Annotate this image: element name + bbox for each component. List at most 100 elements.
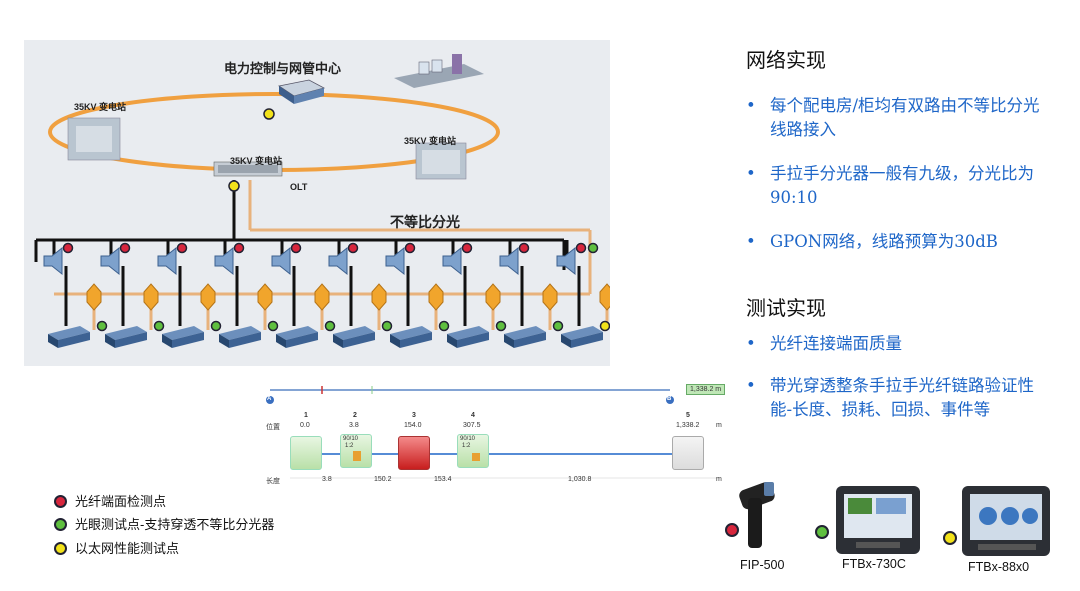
optical-splitter-icon: [385, 246, 405, 276]
optical-splitter-icon: [43, 246, 63, 276]
test-devices: [725, 482, 1050, 556]
event-number: 2: [353, 412, 357, 419]
red-dot-icon: [725, 523, 739, 537]
green-dot-icon: [815, 525, 829, 539]
unequal-splitter-icon: [200, 283, 216, 311]
event-position: 3.8: [349, 422, 359, 429]
unequal-splitter-icon: [314, 283, 330, 311]
legend-item-ethernet: 以太网性能测试点: [54, 540, 179, 558]
red-dot-icon: [233, 242, 245, 254]
green-dot-icon: [438, 320, 450, 332]
green-dot-icon: [267, 320, 279, 332]
onu-device-icon: [48, 326, 90, 340]
unequal-splitter-icon: [428, 283, 444, 311]
red-dot-icon: [54, 495, 67, 509]
position-unit: m: [716, 422, 722, 429]
event-number: 1: [304, 412, 308, 419]
substation-label-center: 35KV 变电站: [230, 156, 283, 166]
event-position: 0.0: [300, 422, 310, 429]
red-dot-icon: [575, 242, 587, 254]
substation-label-left: 35KV 变电站: [74, 102, 127, 112]
event-position: 1,338.2: [676, 422, 700, 429]
network-bullet: •手拉手分光器一般有九级，分光比为90:10: [746, 164, 1034, 207]
event-splitter[interactable]: 90/10 1:2: [457, 434, 489, 468]
point-b-label: B: [667, 396, 672, 402]
optical-splitter-icon: [328, 246, 348, 276]
test-bullet: •带光穿透整条手拉手光纤链路验证性能-长度、损耗、回损、事件等: [746, 376, 1034, 419]
legend-item-end-face: 光纤端面检测点: [54, 493, 166, 511]
unequal-splitter-icon: [542, 283, 558, 311]
optical-splitter-icon: [556, 246, 576, 276]
bullet-icon: •: [746, 96, 756, 115]
test-bullet: •光纤连接端面质量: [746, 332, 1046, 356]
bullet-icon: •: [746, 376, 756, 395]
point-b-marker: [666, 396, 674, 404]
splitter-icon: [353, 451, 361, 461]
olt-device: [213, 161, 283, 177]
unequal-splitter-icon: [371, 283, 387, 311]
red-dot-icon: [62, 242, 74, 254]
bullet-icon: •: [746, 164, 756, 183]
test-heading: 测试实现: [746, 296, 826, 320]
network-bullet-list: •每个配电房/柜均有双路由不等比分光线路接入 •手拉手分光器一般有九级，分光比为…: [746, 94, 1046, 254]
green-dot-icon: [381, 320, 393, 332]
red-dot-icon: [461, 242, 473, 254]
segment-length: 1,030.8: [568, 476, 592, 483]
segment-length: 3.8: [322, 476, 332, 483]
green-dot-icon: [495, 320, 507, 332]
control-center-label: 电力控制与网管中心: [224, 61, 342, 76]
link-trace-view: A B 1,338.2 m 位置 m 长度 m 1 0.0 2 3.8 3 15…: [262, 382, 740, 492]
network-bullet: •GPON网络，线路预算为30dB: [746, 230, 1046, 254]
optical-splitter-icon: [271, 246, 291, 276]
nms-workstation: [394, 54, 484, 88]
legend-item-optical-eye: 光眼测试点-支持穿透不等比分光器: [54, 516, 274, 534]
onu-device-icon: [390, 326, 432, 340]
event-splitter[interactable]: 90/10 1:2: [340, 434, 372, 468]
ftbx-88x0-icon: [962, 486, 1050, 556]
green-dot-icon: [210, 320, 222, 332]
length-row-label: 长度: [266, 478, 280, 485]
onu-device-icon: [219, 326, 261, 340]
yellow-dot-icon: [943, 531, 957, 545]
unequal-splitter-icon: [143, 283, 159, 311]
event-connector-end[interactable]: [672, 436, 704, 470]
total-length-badge: 1,338.2 m: [686, 384, 726, 395]
onu-device-icon: [447, 326, 489, 340]
red-dot-icon: [176, 242, 188, 254]
onu-device-icon: [333, 326, 375, 340]
red-dot-icon: [290, 242, 302, 254]
bullet-icon: •: [746, 232, 756, 251]
onu-device-icon: [105, 326, 147, 340]
network-topology: [34, 54, 610, 348]
segment-length: 150.2: [374, 476, 392, 483]
device-label-ftbx88x0: FTBx-88x0: [968, 560, 1030, 574]
optical-splitter-icon: [100, 246, 120, 276]
test-bullet-list: •光纤连接端面质量 •带光穿透整条手拉手光纤链路验证性能-长度、损耗、回损、事件…: [746, 332, 1046, 422]
split-label: 不等比分光: [390, 214, 460, 230]
event-connector-start[interactable]: [290, 436, 322, 470]
optical-splitter-icon: [214, 246, 234, 276]
splitter-icon: [472, 453, 480, 461]
unequal-splitter-icon: [599, 283, 610, 311]
green-dot-icon: [552, 320, 564, 332]
onu-device-icon: [504, 326, 546, 340]
event-number: 5: [686, 412, 690, 419]
ftbx-730c-icon: [836, 486, 920, 554]
event-position: 154.0: [404, 422, 422, 429]
red-dot-icon: [518, 242, 530, 254]
position-row-label: 位置: [266, 424, 280, 431]
unequal-splitter-icon: [485, 283, 501, 311]
onu-device-icon: [276, 326, 318, 340]
green-dot-icon: [153, 320, 165, 332]
segment-length: 153.4: [434, 476, 452, 483]
optical-splitter-icon: [157, 246, 177, 276]
device-label-ftbx730c: FTBx-730C: [842, 557, 906, 571]
red-dot-icon: [347, 242, 359, 254]
optical-splitter-icon: [499, 246, 519, 276]
event-number: 4: [471, 412, 475, 419]
network-bullet: •每个配电房/柜均有双路由不等比分光线路接入: [746, 96, 1040, 139]
event-fault[interactable]: [398, 436, 430, 470]
green-dot-icon: [324, 320, 336, 332]
substation-label-right: 35KV 变电站: [404, 136, 457, 146]
onu-device-icon: [162, 326, 204, 340]
